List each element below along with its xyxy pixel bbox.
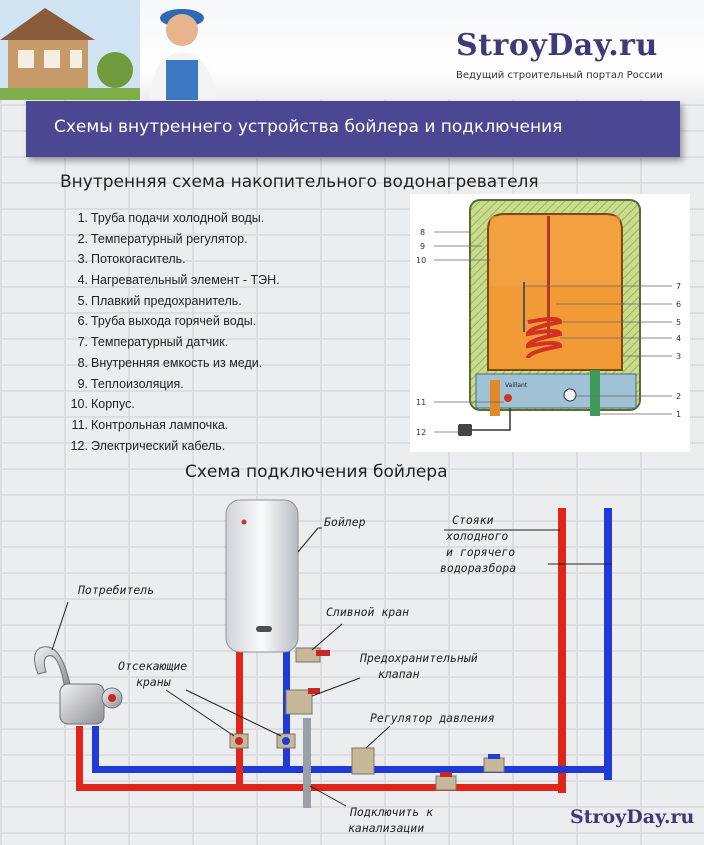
label-consumer: Потребитель	[77, 583, 154, 597]
parts-list: 1.Труба подачи холодной воды. 2.Температ…	[62, 208, 280, 456]
svg-text:1: 1	[676, 410, 681, 419]
svg-text:9: 9	[420, 242, 425, 251]
footer-logo[interactable]: StroyDay.ru	[570, 806, 695, 828]
list-item: 10.Корпус.	[70, 397, 135, 412]
hot-outlet-pipe	[547, 216, 550, 336]
site-logo[interactable]: StroyDay.ru	[456, 28, 658, 63]
list-item: 12.Электрический кабель.	[70, 438, 226, 453]
shutoff-valve-cold	[276, 733, 296, 749]
heating-element	[525, 317, 563, 359]
consumer-cold-pipe	[92, 726, 99, 772]
main-valve-hot	[435, 772, 457, 791]
cold-inlet-pipe	[590, 370, 600, 416]
svg-text:2: 2	[676, 392, 681, 401]
title-bar	[26, 101, 680, 157]
list-item: 5.Плавкий предохранитель.	[77, 293, 242, 308]
list-item: 1.Труба подачи холодной воды.	[77, 211, 265, 225]
label-safety-2: клапан	[378, 667, 420, 681]
list-item: 6.Труба выхода горячей воды.	[77, 314, 257, 329]
heater-cutaway-diagram: Vaillant 8 9 10 1	[410, 194, 690, 452]
label-drain-valve: Сливной кран	[326, 605, 409, 619]
worker-illustration	[150, 9, 216, 100]
consumer-hot-pipe	[76, 726, 83, 788]
page-title: Схемы внутреннего устройства бойлера и п…	[54, 117, 563, 137]
temperature-sensor	[523, 282, 525, 332]
list-item: 8.Внутренняя емкость из меди.	[77, 355, 263, 370]
list-item: 9.Теплоизоляция.	[77, 376, 184, 391]
connection-scheme-title: Схема подключения бойлера	[185, 462, 448, 482]
boiler	[225, 499, 299, 653]
electric-cable	[470, 408, 511, 431]
main-valve-cold	[483, 754, 505, 773]
svg-text:10: 10	[416, 256, 426, 265]
label-safety-1: Предохранительный	[359, 651, 478, 665]
site-tagline: Ведущий строительный портал России	[456, 70, 663, 81]
brand-mark: Vaillant	[505, 382, 528, 389]
consumer-faucet	[34, 646, 123, 725]
label-boiler: Бойлер	[324, 515, 366, 529]
label-sewer-1: Подключить к	[349, 805, 433, 819]
connection-diagram: Бойлер Стояки холодного и горячего водор…	[34, 499, 612, 835]
label-shutoff-1: Отсекающие	[118, 659, 187, 673]
svg-text:7: 7	[676, 282, 681, 291]
label-risers-2: холодного	[445, 529, 508, 543]
label-risers-4: водоразбора	[440, 561, 516, 575]
hot-riser-pipe	[558, 508, 566, 793]
svg-text:5: 5	[676, 318, 681, 327]
drain-pipe	[303, 718, 311, 808]
inner-scheme-title: Внутренняя схема накопительного водонагр…	[60, 172, 539, 192]
list-item: 7.Температурный датчик.	[77, 335, 229, 350]
svg-text:6: 6	[676, 300, 681, 309]
svg-text:4: 4	[676, 334, 681, 343]
svg-text:3: 3	[676, 352, 681, 361]
label-pressure-regulator: Регулятор давления	[370, 711, 495, 725]
safety-valve	[285, 688, 320, 715]
hot-outlet-lower	[490, 380, 500, 416]
list-item: 11.Контрольная лампочка.	[71, 417, 229, 432]
label-shutoff-2: краны	[136, 675, 171, 689]
cold-riser-pipe	[604, 508, 612, 780]
hot-main-pipe	[76, 784, 566, 791]
control-lamp	[504, 394, 512, 402]
label-sewer-2: канализации	[348, 821, 424, 835]
drain-valve	[295, 647, 330, 663]
list-item: 2.Температурный регулятор.	[77, 231, 248, 246]
list-item: 3.Потокогаситель.	[77, 252, 186, 267]
label-risers-1: Стояки	[452, 513, 494, 527]
pressure-regulator	[351, 747, 375, 775]
thermostat-dial	[563, 388, 577, 402]
boiler-hot-pipe	[236, 650, 243, 788]
house-illustration	[0, 0, 140, 100]
label-risers-3: и горячего	[446, 545, 515, 559]
shutoff-valve-hot	[229, 733, 249, 749]
plug	[458, 424, 472, 436]
svg-text:8: 8	[420, 228, 425, 237]
svg-text:11: 11	[416, 398, 426, 407]
svg-text:12: 12	[416, 428, 426, 437]
list-item: 4.Нагревательный элемент - ТЭН.	[77, 273, 280, 288]
